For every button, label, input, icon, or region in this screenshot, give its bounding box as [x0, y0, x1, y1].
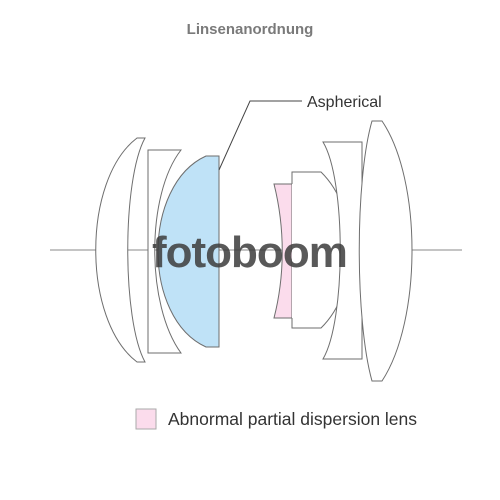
diagram-title: Linsenanordnung — [187, 21, 314, 38]
watermark-text: fotoboom — [152, 228, 347, 277]
legend-label: Abnormal partial dispersion lens — [168, 409, 417, 429]
legend-swatch — [135, 408, 157, 430]
lens-element-1 — [95, 137, 146, 363]
lens-element-2 — [147, 149, 183, 354]
lens-element-6 — [322, 141, 363, 360]
aspherical-callout-label: Aspherical — [307, 94, 382, 111]
aspherical-lens-element — [157, 155, 220, 348]
aspherical-callout-line — [218, 100, 302, 171]
lens-element-7 — [358, 120, 413, 382]
watermark-logo: fotoboom — [152, 228, 348, 277]
apd-lens-element — [273, 183, 293, 319]
